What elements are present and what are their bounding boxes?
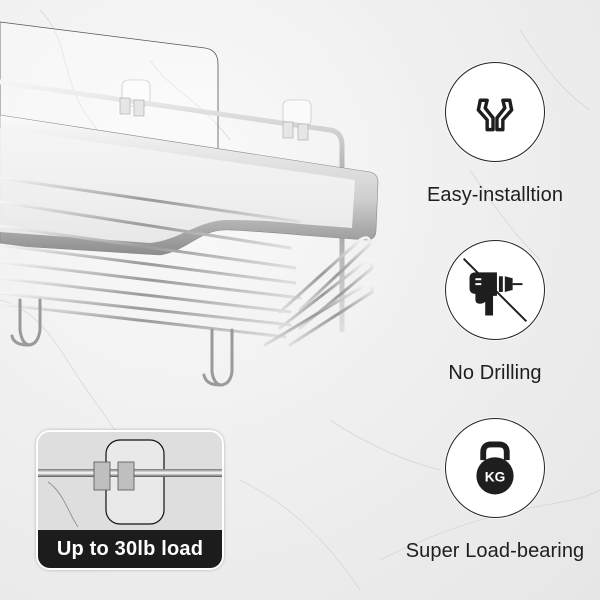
kettlebell-icon-circle: KG	[445, 418, 545, 518]
load-closeup-inset: Up to 30lb load	[36, 430, 224, 570]
shower-caddy-illustration	[0, 21, 379, 387]
no-drill-icon-circle	[445, 240, 545, 340]
clamp-install-icon-circle	[445, 62, 545, 162]
no-drill-icon	[462, 257, 528, 323]
feature-load-bearing: KG Super Load-bearing	[395, 418, 595, 563]
feature-no-drilling: No Drilling	[395, 240, 595, 385]
feature-label-load-bearing: Super Load-bearing	[405, 540, 585, 562]
feature-easy-install: Easy-installtion	[395, 62, 595, 207]
clamp-install-icon	[476, 98, 514, 132]
kettlebell-kg-text: KG	[485, 470, 506, 485]
load-capacity-banner: Up to 30lb load	[38, 530, 222, 568]
feature-label-no-drilling: No Drilling	[448, 362, 542, 384]
feature-label-easy-install: Easy-installtion	[426, 184, 564, 206]
kettlebell-icon: KG	[476, 441, 514, 495]
